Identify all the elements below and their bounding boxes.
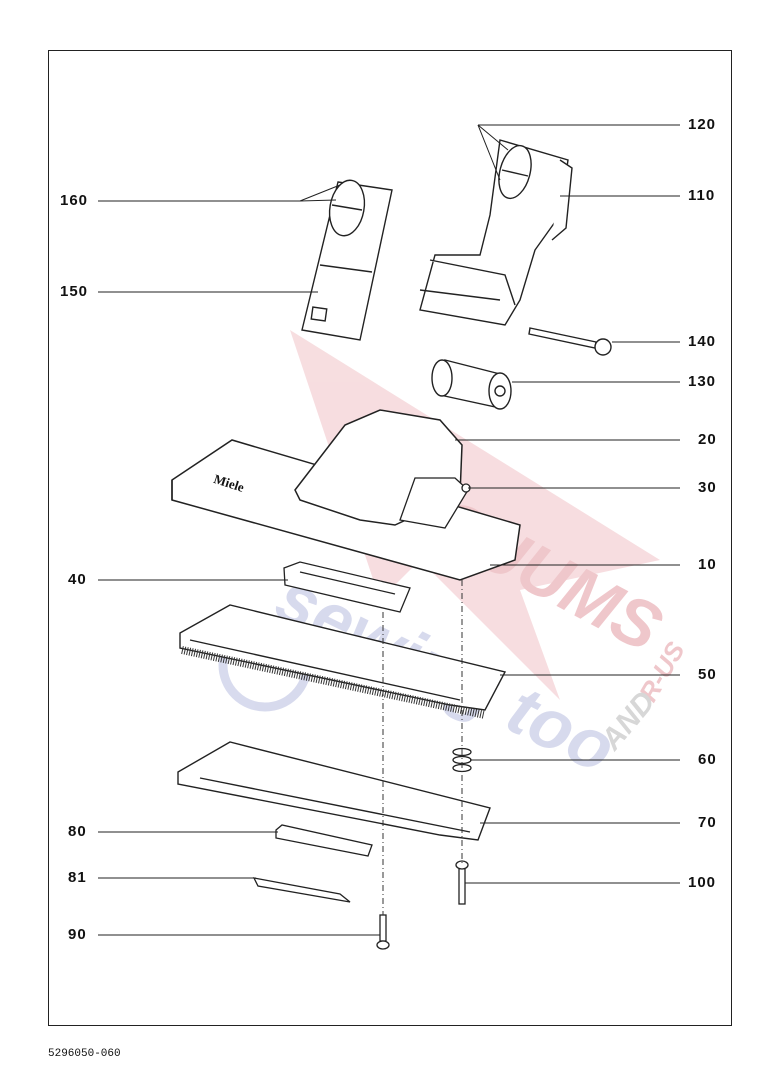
drawing-frame xyxy=(48,50,732,1026)
document-number: 5296050-060 xyxy=(48,1048,121,1060)
part-100-screw xyxy=(455,860,469,905)
part-150-joint xyxy=(301,181,393,341)
alignment-lines xyxy=(382,580,463,915)
callout-50: 50 xyxy=(698,666,717,683)
callout-130: 130 xyxy=(688,373,717,390)
callout-40: 40 xyxy=(68,571,87,588)
leader-lines xyxy=(98,124,680,936)
callout-160: 160 xyxy=(60,192,89,209)
part-81-brush-strip xyxy=(252,877,351,903)
callout-80: 80 xyxy=(68,823,87,840)
callout-30: 30 xyxy=(698,479,717,496)
part-70-base xyxy=(177,741,491,841)
callout-140: 140 xyxy=(688,333,717,350)
part-40-frame xyxy=(283,561,411,613)
callout-120: 120 xyxy=(688,116,717,133)
part-80-strip xyxy=(275,824,373,857)
callout-100: 100 xyxy=(688,874,717,891)
part-50-bristles xyxy=(181,646,486,719)
part-140-axle xyxy=(528,327,612,356)
part-120-cap xyxy=(498,144,532,200)
part-30-latch xyxy=(399,477,471,529)
callout-20: 20 xyxy=(698,431,717,448)
callout-110: 110 xyxy=(688,187,716,204)
callout-10: 10 xyxy=(698,556,717,573)
callout-70: 70 xyxy=(698,814,717,831)
part-110-joint xyxy=(419,139,573,326)
part-90-screw xyxy=(376,914,390,950)
callout-90: 90 xyxy=(68,926,87,943)
callout-60: 60 xyxy=(698,751,717,768)
part-160-cap xyxy=(328,179,366,237)
part-50-sole-plate xyxy=(179,604,507,711)
callout-81: 81 xyxy=(68,869,87,886)
part-130-roller xyxy=(431,359,512,410)
callout-150: 150 xyxy=(60,283,89,300)
